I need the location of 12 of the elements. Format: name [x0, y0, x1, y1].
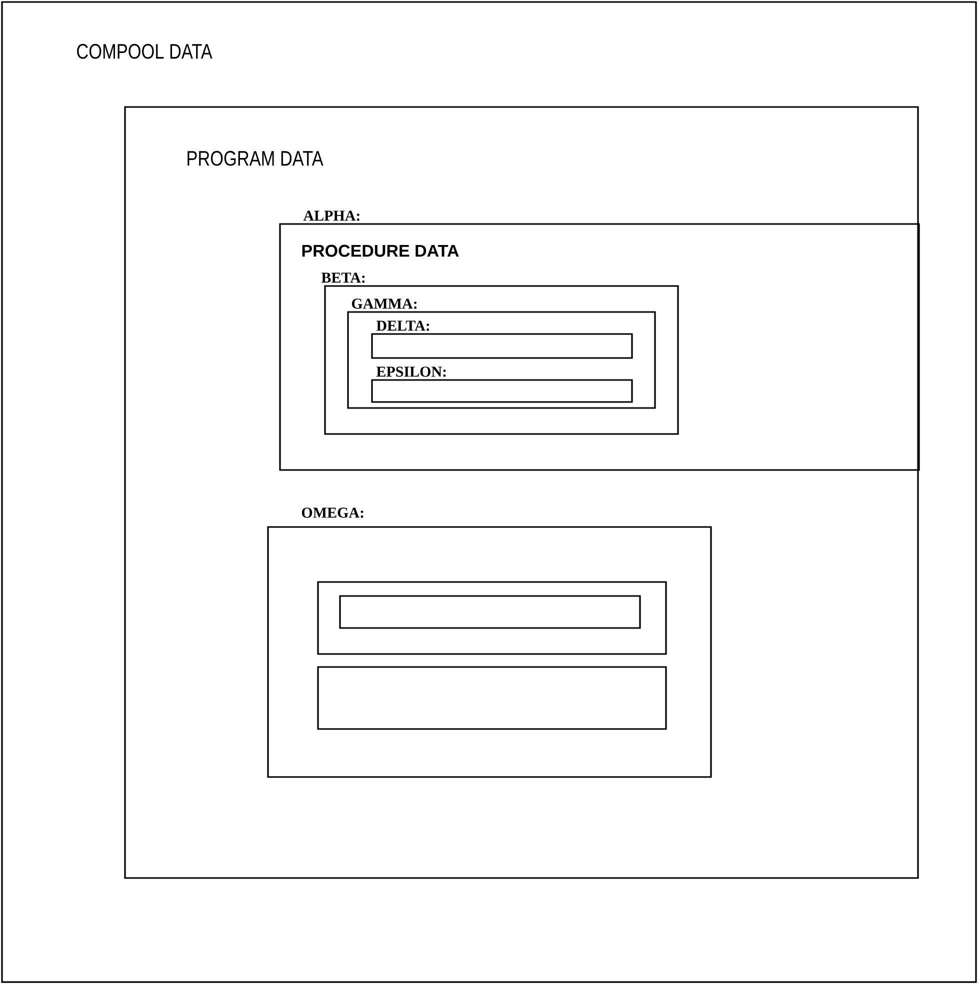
outlined-box: EPSILON:: [371, 366, 633, 403]
nested-box: [317, 581, 667, 655]
outlined-box: OMEGA:: [267, 506, 712, 778]
nested-box: [339, 595, 641, 629]
node-label: GAMMA:: [352, 298, 417, 309]
node-label: ALPHA:: [303, 210, 360, 221]
node-label: EPSILON:: [376, 366, 446, 377]
node-label: BETA:: [321, 272, 365, 283]
nested-box: [317, 666, 667, 730]
node-label: DELTA:: [376, 320, 430, 331]
node-label: OMEGA:: [302, 508, 364, 518]
outlined-box: DELTA:: [371, 320, 633, 359]
